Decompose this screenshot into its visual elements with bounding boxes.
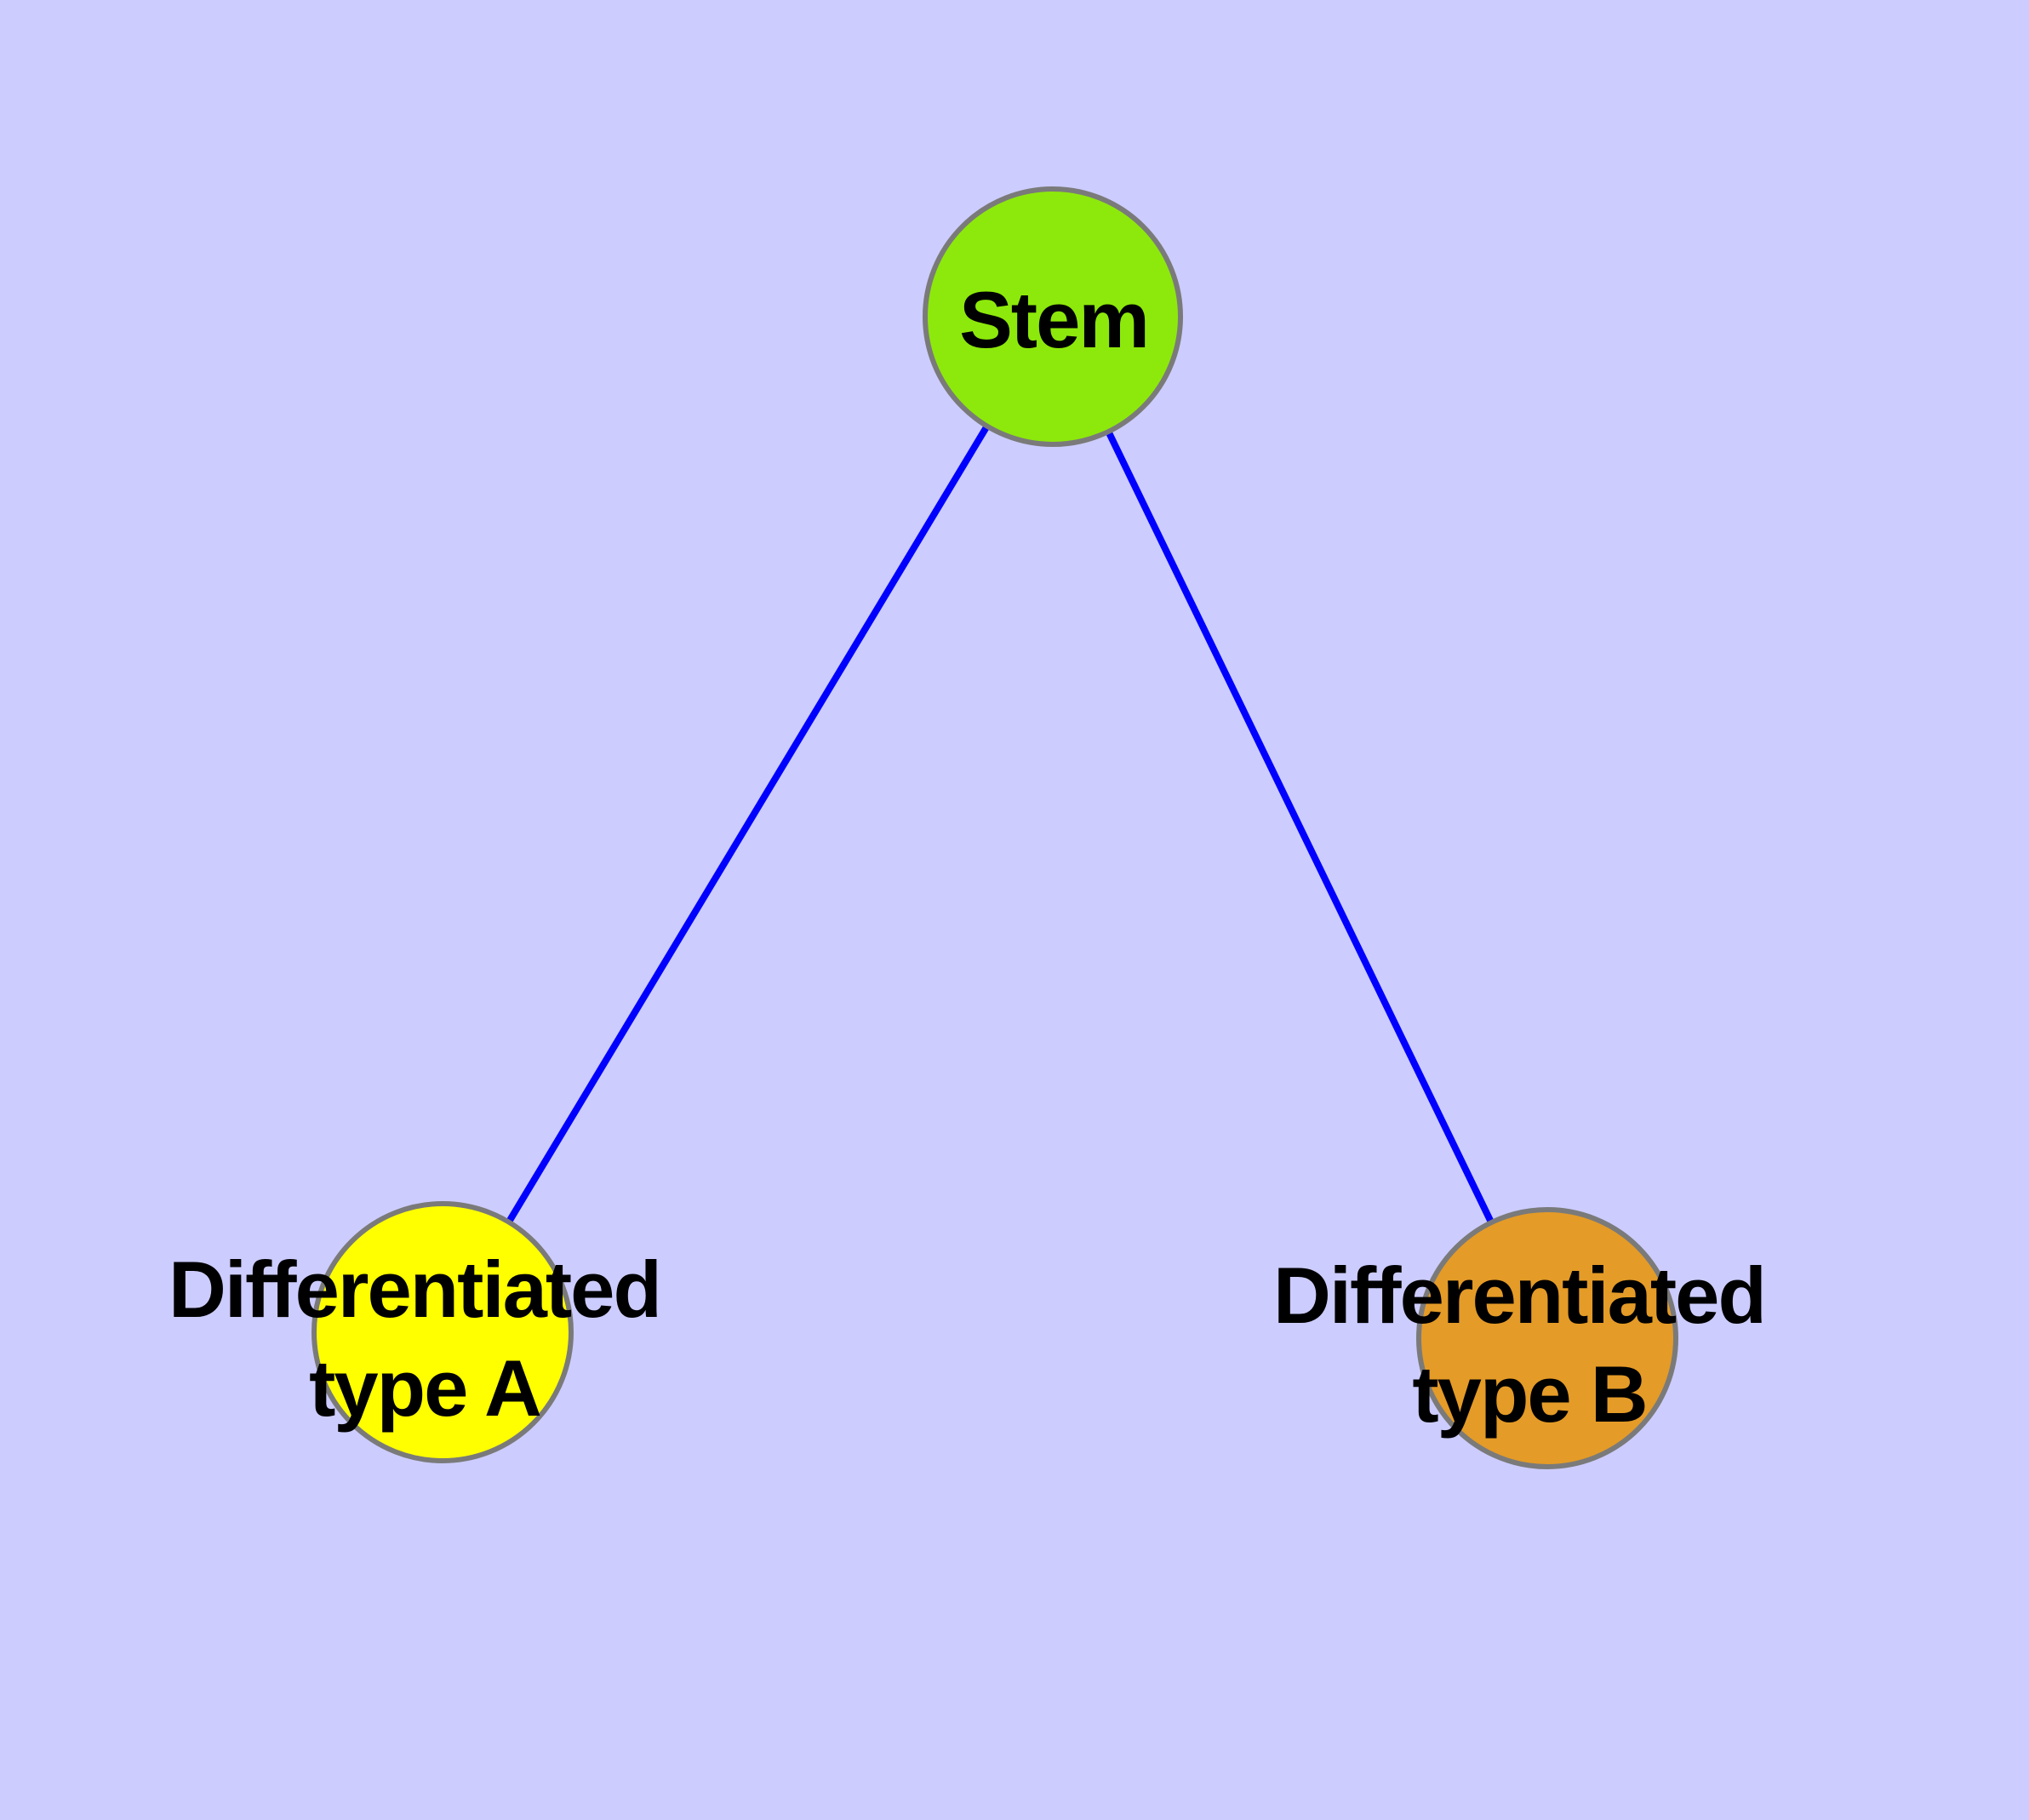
node-type-a-label-line2: type A [309, 1343, 540, 1433]
node-stem-circle [923, 186, 1183, 447]
node-type-b: Differentiated type B [1273, 1207, 1786, 1469]
edge-stem-to-type-b [1049, 315, 1551, 1340]
node-type-a-circle [311, 1201, 574, 1463]
node-stem-label: Stem [959, 275, 1148, 364]
node-type-b-circle [1416, 1207, 1678, 1469]
edge-group [439, 314, 1551, 1340]
node-type-a-label: Differentiated type A [169, 1245, 681, 1433]
node-type-b-label-line1: Differentiated [1273, 1251, 1765, 1340]
node-type-a-label-line1: Differentiated [169, 1245, 660, 1334]
node-type-a: Differentiated type A [169, 1201, 681, 1463]
edge-stem-to-type-a [439, 314, 1056, 1335]
node-type-b-label: Differentiated type B [1273, 1251, 1786, 1439]
node-type-b-label-line2: type B [1412, 1349, 1646, 1439]
node-stem: Stem [923, 186, 1183, 447]
